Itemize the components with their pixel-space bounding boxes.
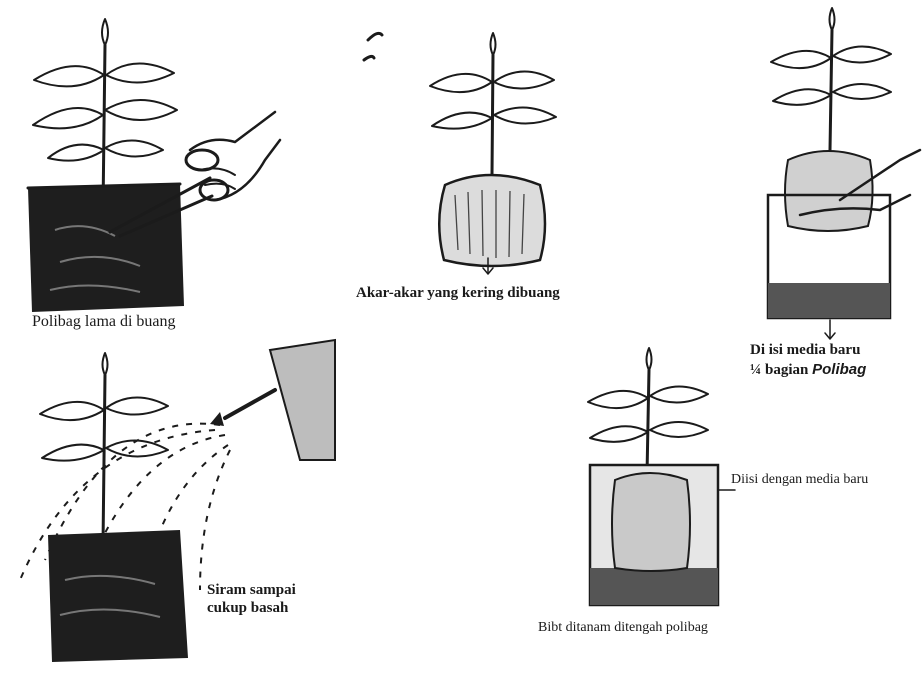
panel-plant-center: Diisi dengan media baru Bibt ditanam dit…	[535, 340, 922, 640]
root-ball-icon	[439, 175, 545, 274]
panel-3-illustration	[740, 0, 922, 385]
caption-plant-center: Bibt ditanam ditengah polibag	[538, 620, 708, 636]
panel-water: Siram sampai cukup basah	[0, 340, 340, 675]
panel-trim-dry-roots: Akar-akar yang kering dibuang	[350, 0, 650, 320]
panel-1-illustration	[0, 0, 320, 340]
caption-remove-old-polybag: Polibag lama di buang	[32, 313, 176, 331]
caption-water-line1: Siram sampai	[207, 582, 296, 599]
plant-seedling	[40, 353, 168, 545]
panel-5-illustration	[0, 340, 340, 675]
plant-seedling	[430, 33, 556, 175]
panel-2-illustration	[350, 0, 650, 320]
plant-seedling	[33, 19, 177, 210]
polybag-icon	[48, 530, 188, 662]
plant-seedling	[588, 348, 708, 475]
hand-icon	[190, 112, 280, 200]
panel-fill-quarter-media: Di isi media baru ¼ bagian Polibag	[740, 0, 922, 385]
watering-can-icon	[210, 340, 335, 460]
caption-water-line2: cukup basah	[207, 600, 288, 617]
panel-4-illustration	[535, 340, 922, 640]
decor-stroke	[364, 33, 382, 60]
panel-remove-old-polybag: Polibag lama di buang	[0, 0, 320, 340]
caption-fill-around: Diisi dengan media baru	[731, 472, 868, 488]
plant-seedling	[771, 8, 891, 150]
root-ball-icon	[612, 473, 690, 571]
caption-trim-dry-roots: Akar-akar yang kering dibuang	[356, 285, 560, 302]
root-ball-icon	[785, 151, 873, 231]
